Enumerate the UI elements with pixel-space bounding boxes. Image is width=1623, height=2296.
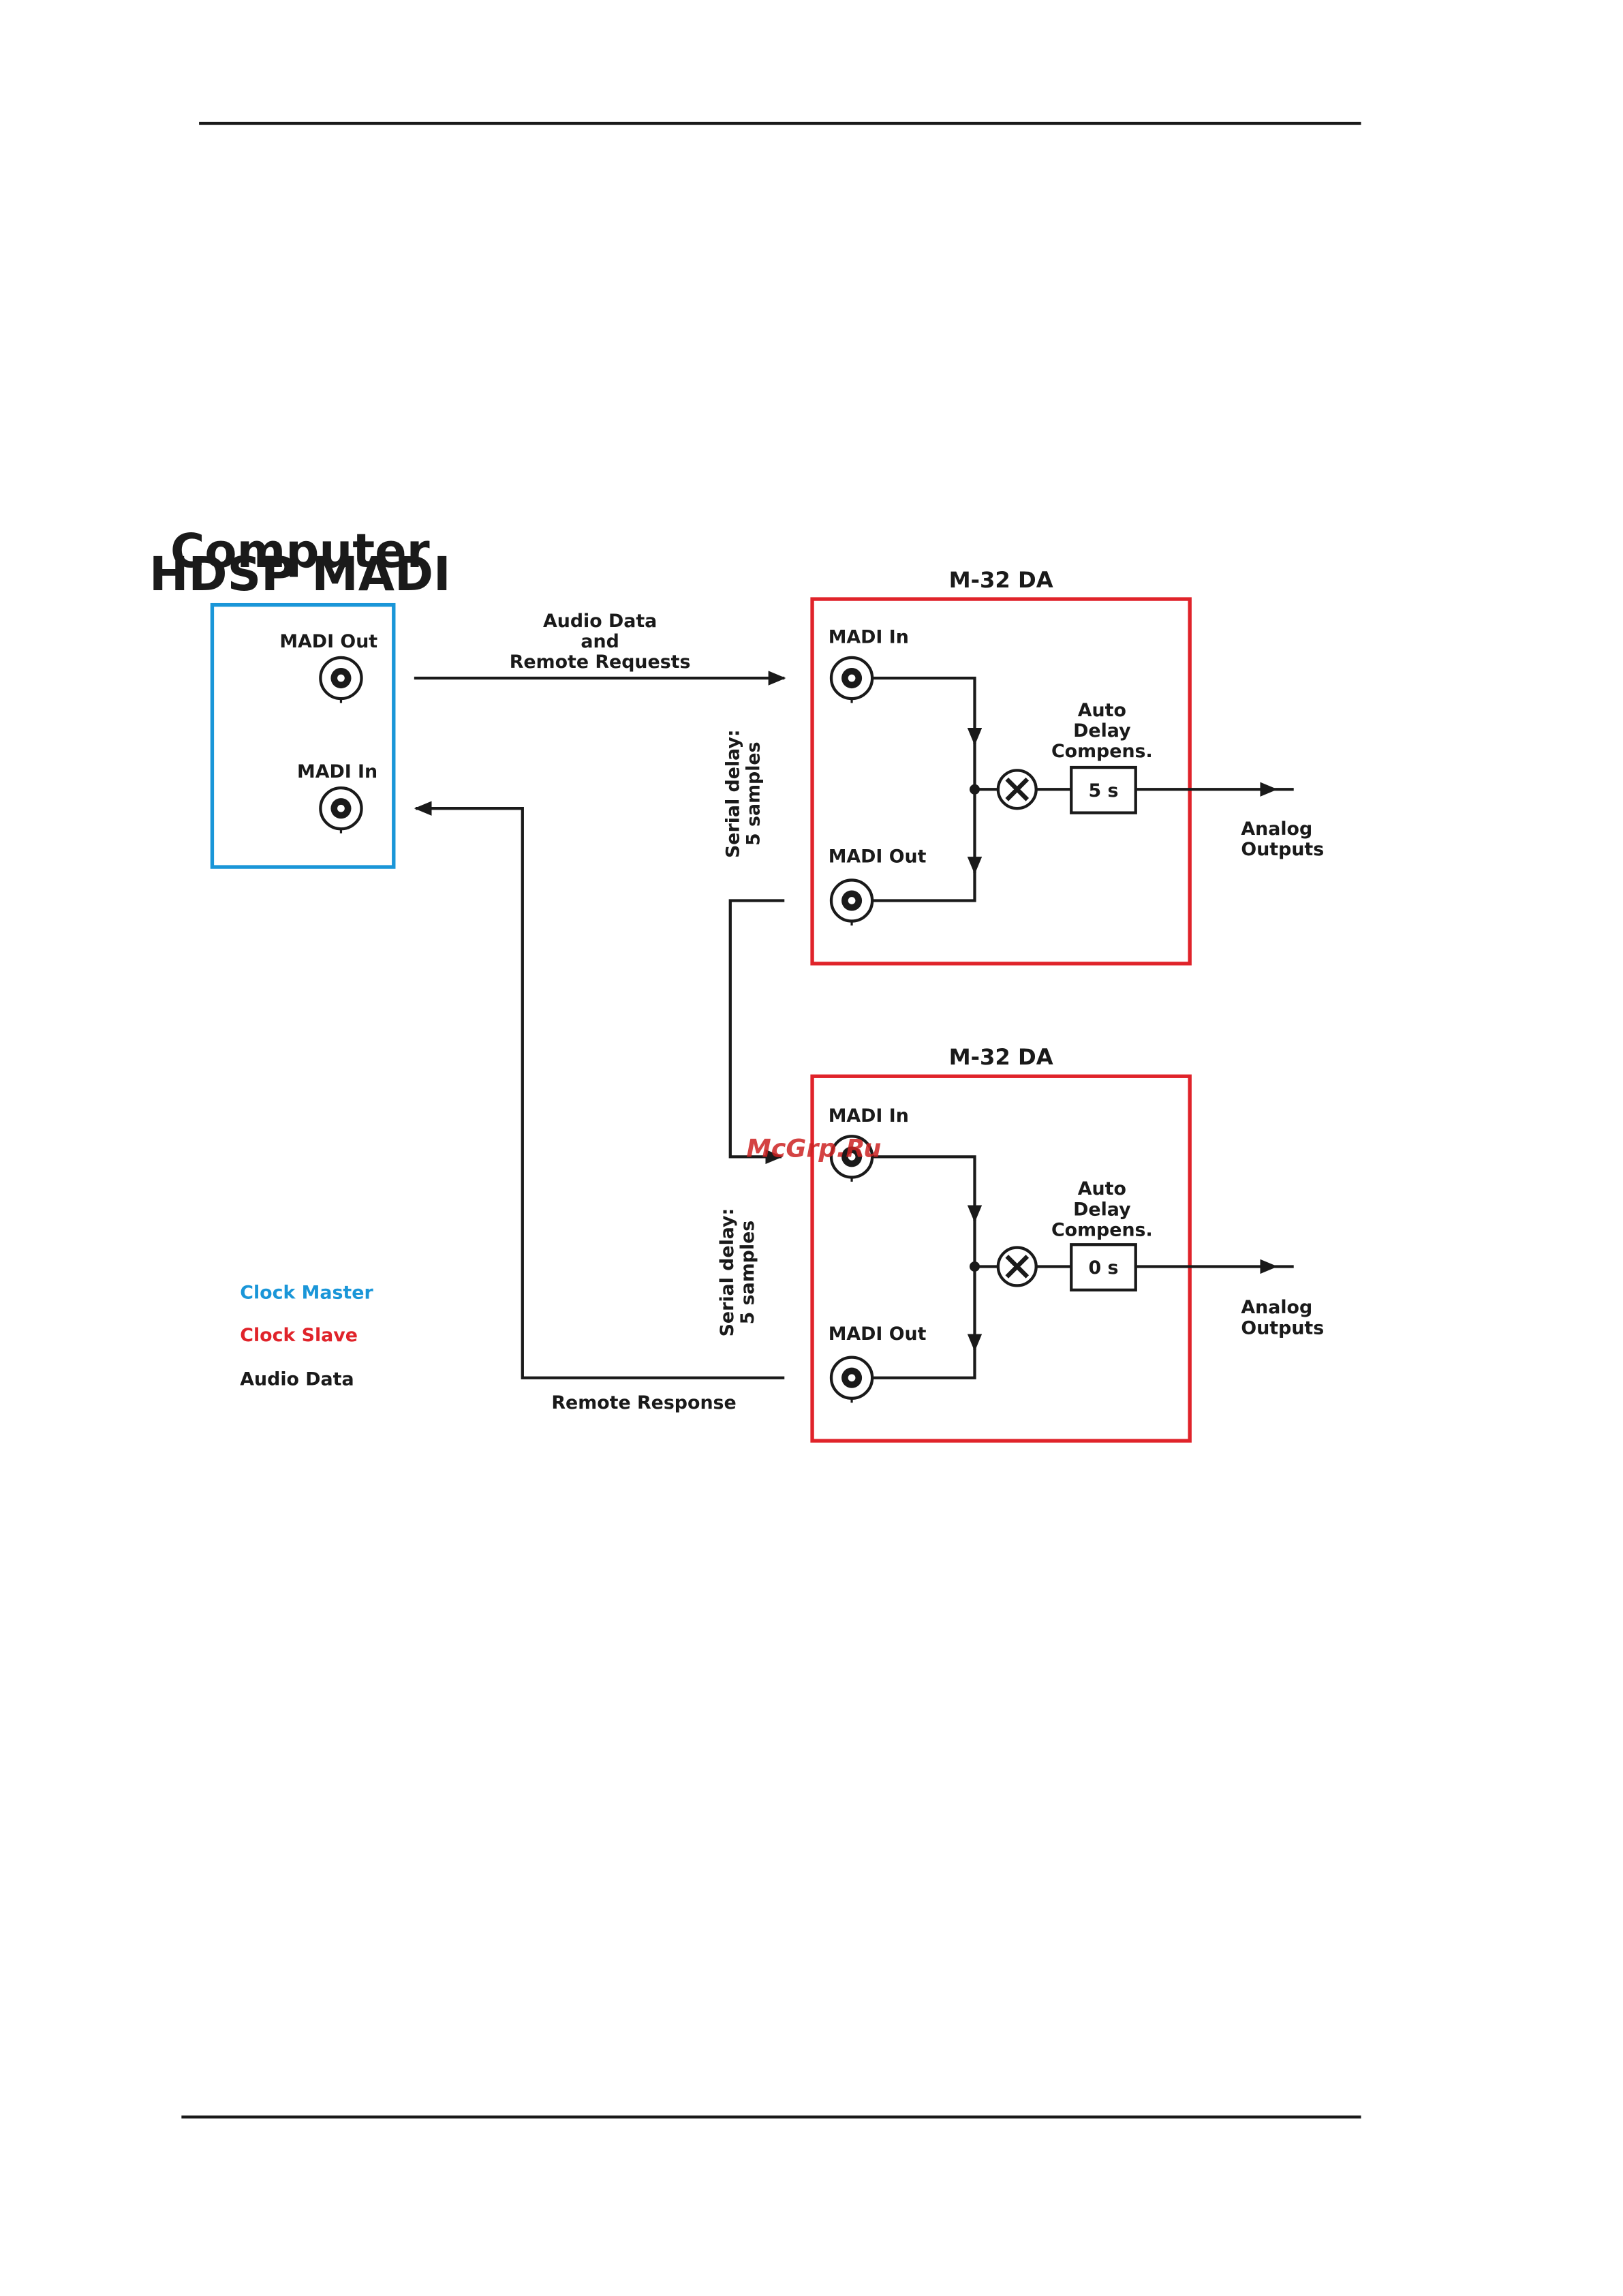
computer-title: Computer [170, 524, 430, 579]
unit-madi-out-connector-icon [829, 878, 874, 926]
unit-output-label-2: Outputs [1241, 1317, 1324, 1338]
forward-link-label-2: and [581, 631, 619, 652]
serial-delay-label-upper: Serial delay: 5 samples [723, 729, 764, 858]
unit-box [810, 1074, 1192, 1443]
unit-madi-out-connector-icon [829, 1356, 874, 1403]
unit-title: M-32 DA [949, 1044, 1053, 1070]
unit-delay-value: 0 s [1089, 1257, 1119, 1279]
legend: Clock Master Clock Slave Audio Data [240, 1283, 373, 1390]
legend-audio-data: Audio Data [240, 1368, 354, 1390]
computer-subtitle: HDSP MADI [149, 547, 451, 602]
unit-comp-label-1: Auto [1078, 700, 1126, 721]
unit-comp-label-2: Delay [1073, 1199, 1130, 1220]
unit-comp-label-3: Compens. [1051, 741, 1153, 762]
computer-hdsp-madi: Computer HDSP MADI MADI Out MADI In [149, 524, 451, 869]
computer-madi-out-label: MADI Out [279, 631, 377, 652]
unit-comp-label-2: Delay [1073, 720, 1130, 741]
unit-output-return-path [872, 1345, 976, 1379]
svg-text:Serial delay:: Serial delay: [723, 729, 744, 858]
unit-madi-in-label: MADI In [829, 626, 909, 647]
unit-box [810, 597, 1192, 966]
svg-text:Serial delay:: Serial delay: [717, 1208, 738, 1337]
legend-clock-master: Clock Master [240, 1283, 373, 1304]
unit-comp-label-1: Auto [1078, 1178, 1126, 1199]
unit-input-path [872, 1155, 983, 1223]
svg-text:5 samples: 5 samples [737, 1221, 758, 1325]
return-link-arrow [414, 801, 785, 1379]
svg-text:5 samples: 5 samples [743, 741, 764, 846]
computer-madi-out-connector-icon [319, 656, 363, 703]
forward-link-label-1: Audio Data [543, 611, 657, 632]
unit-delay-value: 5 s [1089, 780, 1119, 801]
unit-delay-box [1070, 1243, 1137, 1291]
unit-mixer-icon [996, 769, 1038, 810]
m32-da-unit-1: M-32 DA MADI In MADI Out Auto De [810, 567, 1324, 966]
unit-title: M-32 DA [949, 567, 1053, 593]
legend-clock-slave: Clock Slave [240, 1325, 358, 1346]
unit-madi-out-label: MADI Out [829, 846, 927, 868]
m32-da-unit-2: M-32 DA MADI In MADI Out Auto Delay [810, 1044, 1324, 1443]
unit-output-label-1: Analog [1241, 1297, 1312, 1318]
unit-madi-out-label: MADI Out [829, 1323, 927, 1345]
unit-output-return-path [872, 868, 976, 902]
unit-comp-label-3: Compens. [1051, 1219, 1153, 1240]
unit-input-path [872, 676, 983, 746]
computer-box [210, 602, 396, 869]
unit-mixer-icon [996, 1246, 1038, 1287]
unit-output-label-1: Analog [1241, 818, 1312, 840]
serial-delay-label-lower: Serial delay: 5 samples [717, 1208, 758, 1337]
forward-link-label-3: Remote Requests [510, 652, 691, 673]
unit-madi-in-label: MADI In [829, 1105, 909, 1127]
return-link-label: Remote Response [551, 1392, 736, 1413]
serial-link-arrow [728, 899, 785, 1165]
watermark: McGrp.Ru [746, 1133, 881, 1163]
computer-madi-in-connector-icon [319, 786, 363, 833]
computer-madi-in-label: MADI In [297, 761, 377, 782]
unit-madi-in-connector-icon [829, 656, 874, 703]
unit-delay-box [1070, 765, 1137, 814]
unit-output-label-2: Outputs [1241, 839, 1324, 860]
